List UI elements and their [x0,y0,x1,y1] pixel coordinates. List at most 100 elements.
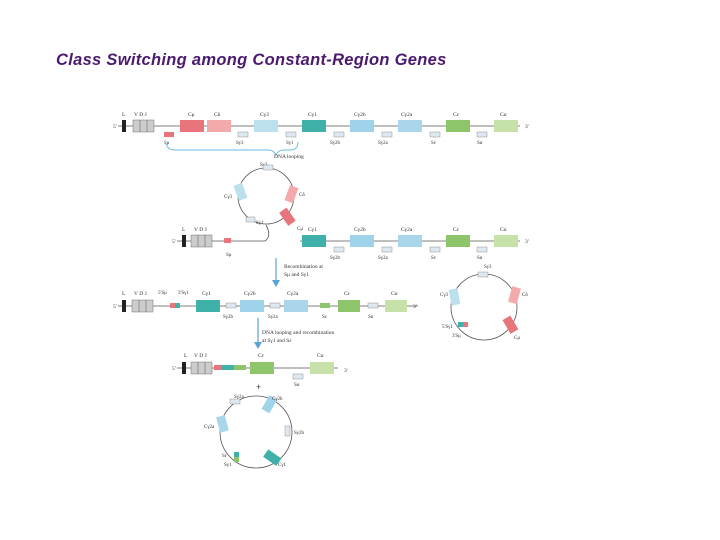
row-3-gene-map: 5' L V D J 5'Sμ 3'Sγ1 Cγ1 Sγ2b Cγ2b Sγ2a… [113,291,418,320]
row2-c-alpha-label: Cα [500,227,507,233]
row2-s-eps-label: Sε [431,256,436,261]
row1-c-mu-gene [180,120,204,132]
loop1-c-delta-gene [284,185,299,204]
row3-s-alpha-box [367,302,379,309]
row3-3prime: 3' [413,304,417,310]
row1-3prime: 3' [525,124,529,130]
row3-c-g2a-label: Cγ2a [287,291,299,297]
row1-c-g3-gene [254,120,278,132]
row3-c-alpha-label: Cα [391,291,398,297]
row4-5prime: 5' [172,366,176,372]
row2-s-g2a-label: Sγ2a [378,256,388,261]
row4-c-alpha-label: Cα [317,353,324,359]
row3-5prime: 5' [113,304,117,310]
loop1-c-mu-label: Cμ [297,227,303,232]
row1-L-label: L [122,112,126,118]
row4-vdj-label: V D J [194,353,208,359]
row2-c-g1-gene [302,235,326,247]
circle1-c-g3-label: Cγ3 [440,293,449,298]
row-1-gene-map: 5' L V D J Sμ Cμ Cδ Sγ3 Cγ3 Sγ1 Cγ1 Sγ2b… [113,112,529,146]
circle2-c-g2a-label: Cγ2a [204,425,215,430]
row3-s-g2a-box [269,302,281,309]
circle1-3-s-mu-label: 3'Sμ [452,334,461,339]
row1-c-g2a-gene [398,120,422,132]
row1-5prime: 5' [113,124,117,130]
loop1-c-g3-gene [233,182,248,201]
row1-c-g2b-label: Cγ2b [354,112,366,118]
row2-s-g2a-box [381,246,393,253]
slide-title: Class Switching among Constant-Region Ge… [56,51,447,69]
row1-s-mu-label: Sμ [164,141,170,146]
row3-c-g1-gene [196,300,220,312]
loop1-s-g3-box [262,164,274,171]
circle2-c-g1-label: Cγ1 [278,463,287,468]
row3-L-segment [122,300,126,312]
row3-3-s-g1-label: 3'Sγ1 [178,291,189,296]
row2-c-eps-gene [446,235,470,247]
row3-s-g2b-label: Sγ2b [223,315,233,320]
row3-c-g1-label: Cγ1 [202,291,211,297]
row1-c-alpha-label: Cα [500,112,507,118]
row3-c-g2b-label: Cγ2b [244,291,256,297]
row1-s-eps-label: Sε [431,141,436,146]
row1-c-g1-gene [302,120,326,132]
row2-c-g2a-label: Cγ2a [401,227,413,233]
row3-c-alpha-gene [385,300,407,312]
row2-5prime: 5' [172,239,176,245]
row4-c-eps-label: Cε [258,353,265,359]
row2-s-eps-box [429,246,441,253]
loop-recombination-label-2: at Sγ1 and Sε [262,338,292,344]
row4-c-alpha-gene [310,362,334,374]
row3-vdj-label: V D J [134,291,148,297]
row3-s-g2a-label: Sγ2a [268,315,278,320]
circle2-s-g1-label: Sγ1 [224,463,232,468]
row1-c-g2b-gene [350,120,374,132]
circle2-s-eps-label: Sε [222,454,227,459]
circle1-s-g3-label: Sγ3 [484,265,492,270]
row3-vdj-segment [131,299,154,313]
row2-vdj-label: V D J [194,227,208,233]
row1-s-g3-label: Sγ3 [236,141,244,146]
row2-s-alpha-box [476,246,488,253]
row4-hybrid-switch [214,365,222,370]
loop-1: Sγ3 Cγ3 Cδ Cμ Sγ1 [224,163,305,232]
row1-L-segment [122,120,126,132]
row1-s-g3-box [237,131,249,138]
row1-s-g2b-label: Sγ2b [330,141,340,146]
row2-s-g2b-box [333,246,345,253]
row3-s-eps-box [320,303,330,308]
loop1-c-g3-label: Cγ3 [224,195,233,200]
row2-c-g1-label: Cγ1 [308,227,317,233]
row-2-gene-map: 5' L V D J Sμ Cγ1 Sγ2b Cγ2b Sγ2a Cγ2a Sε… [172,224,529,261]
row2-s-mu-box [224,238,231,243]
row2-c-g2b-gene [350,235,374,247]
row3-c-eps-label: Cε [344,291,351,297]
circle2-c-g1-gene [263,449,282,466]
row1-c-delta-gene [207,120,231,132]
row1-c-delta-label: Cδ [214,112,221,118]
circle2-c-g2a-gene [216,414,229,433]
row1-c-g2a-label: Cγ2a [401,112,413,118]
row1-s-alpha-label: Sα [477,141,483,146]
row2-s-alpha-label: Sα [477,256,483,261]
circle2-c-g2b-label: Cγ2b [272,397,283,402]
recombination-label-2: Sμ and Sγ1 [284,272,309,278]
row2-s-mu-label: Sμ [226,253,232,258]
plus-sign: + [256,382,261,392]
row1-s-alpha-box [476,131,488,138]
row3-c-g2b-gene [240,300,264,312]
row1-s-g1-label: Sγ1 [286,141,294,146]
row2-c-g2a-gene [398,235,422,247]
circle1-5-s-g1-label: 5'Sγ1 [442,325,453,330]
row1-s-g2a-box [381,131,393,138]
row1-s-g2a-label: Sγ2a [378,141,388,146]
row2-c-eps-label: Cε [453,227,460,233]
row3-L-label: L [122,291,126,297]
row1-s-mu-box [164,132,174,137]
row2-c-g2b-label: Cγ2b [354,227,366,233]
row1-vdj-label: V D J [134,112,148,118]
circle1-c-g3-gene [448,288,461,306]
row1-c-alpha-gene [494,120,518,132]
row2-vdj-segment [190,234,213,248]
